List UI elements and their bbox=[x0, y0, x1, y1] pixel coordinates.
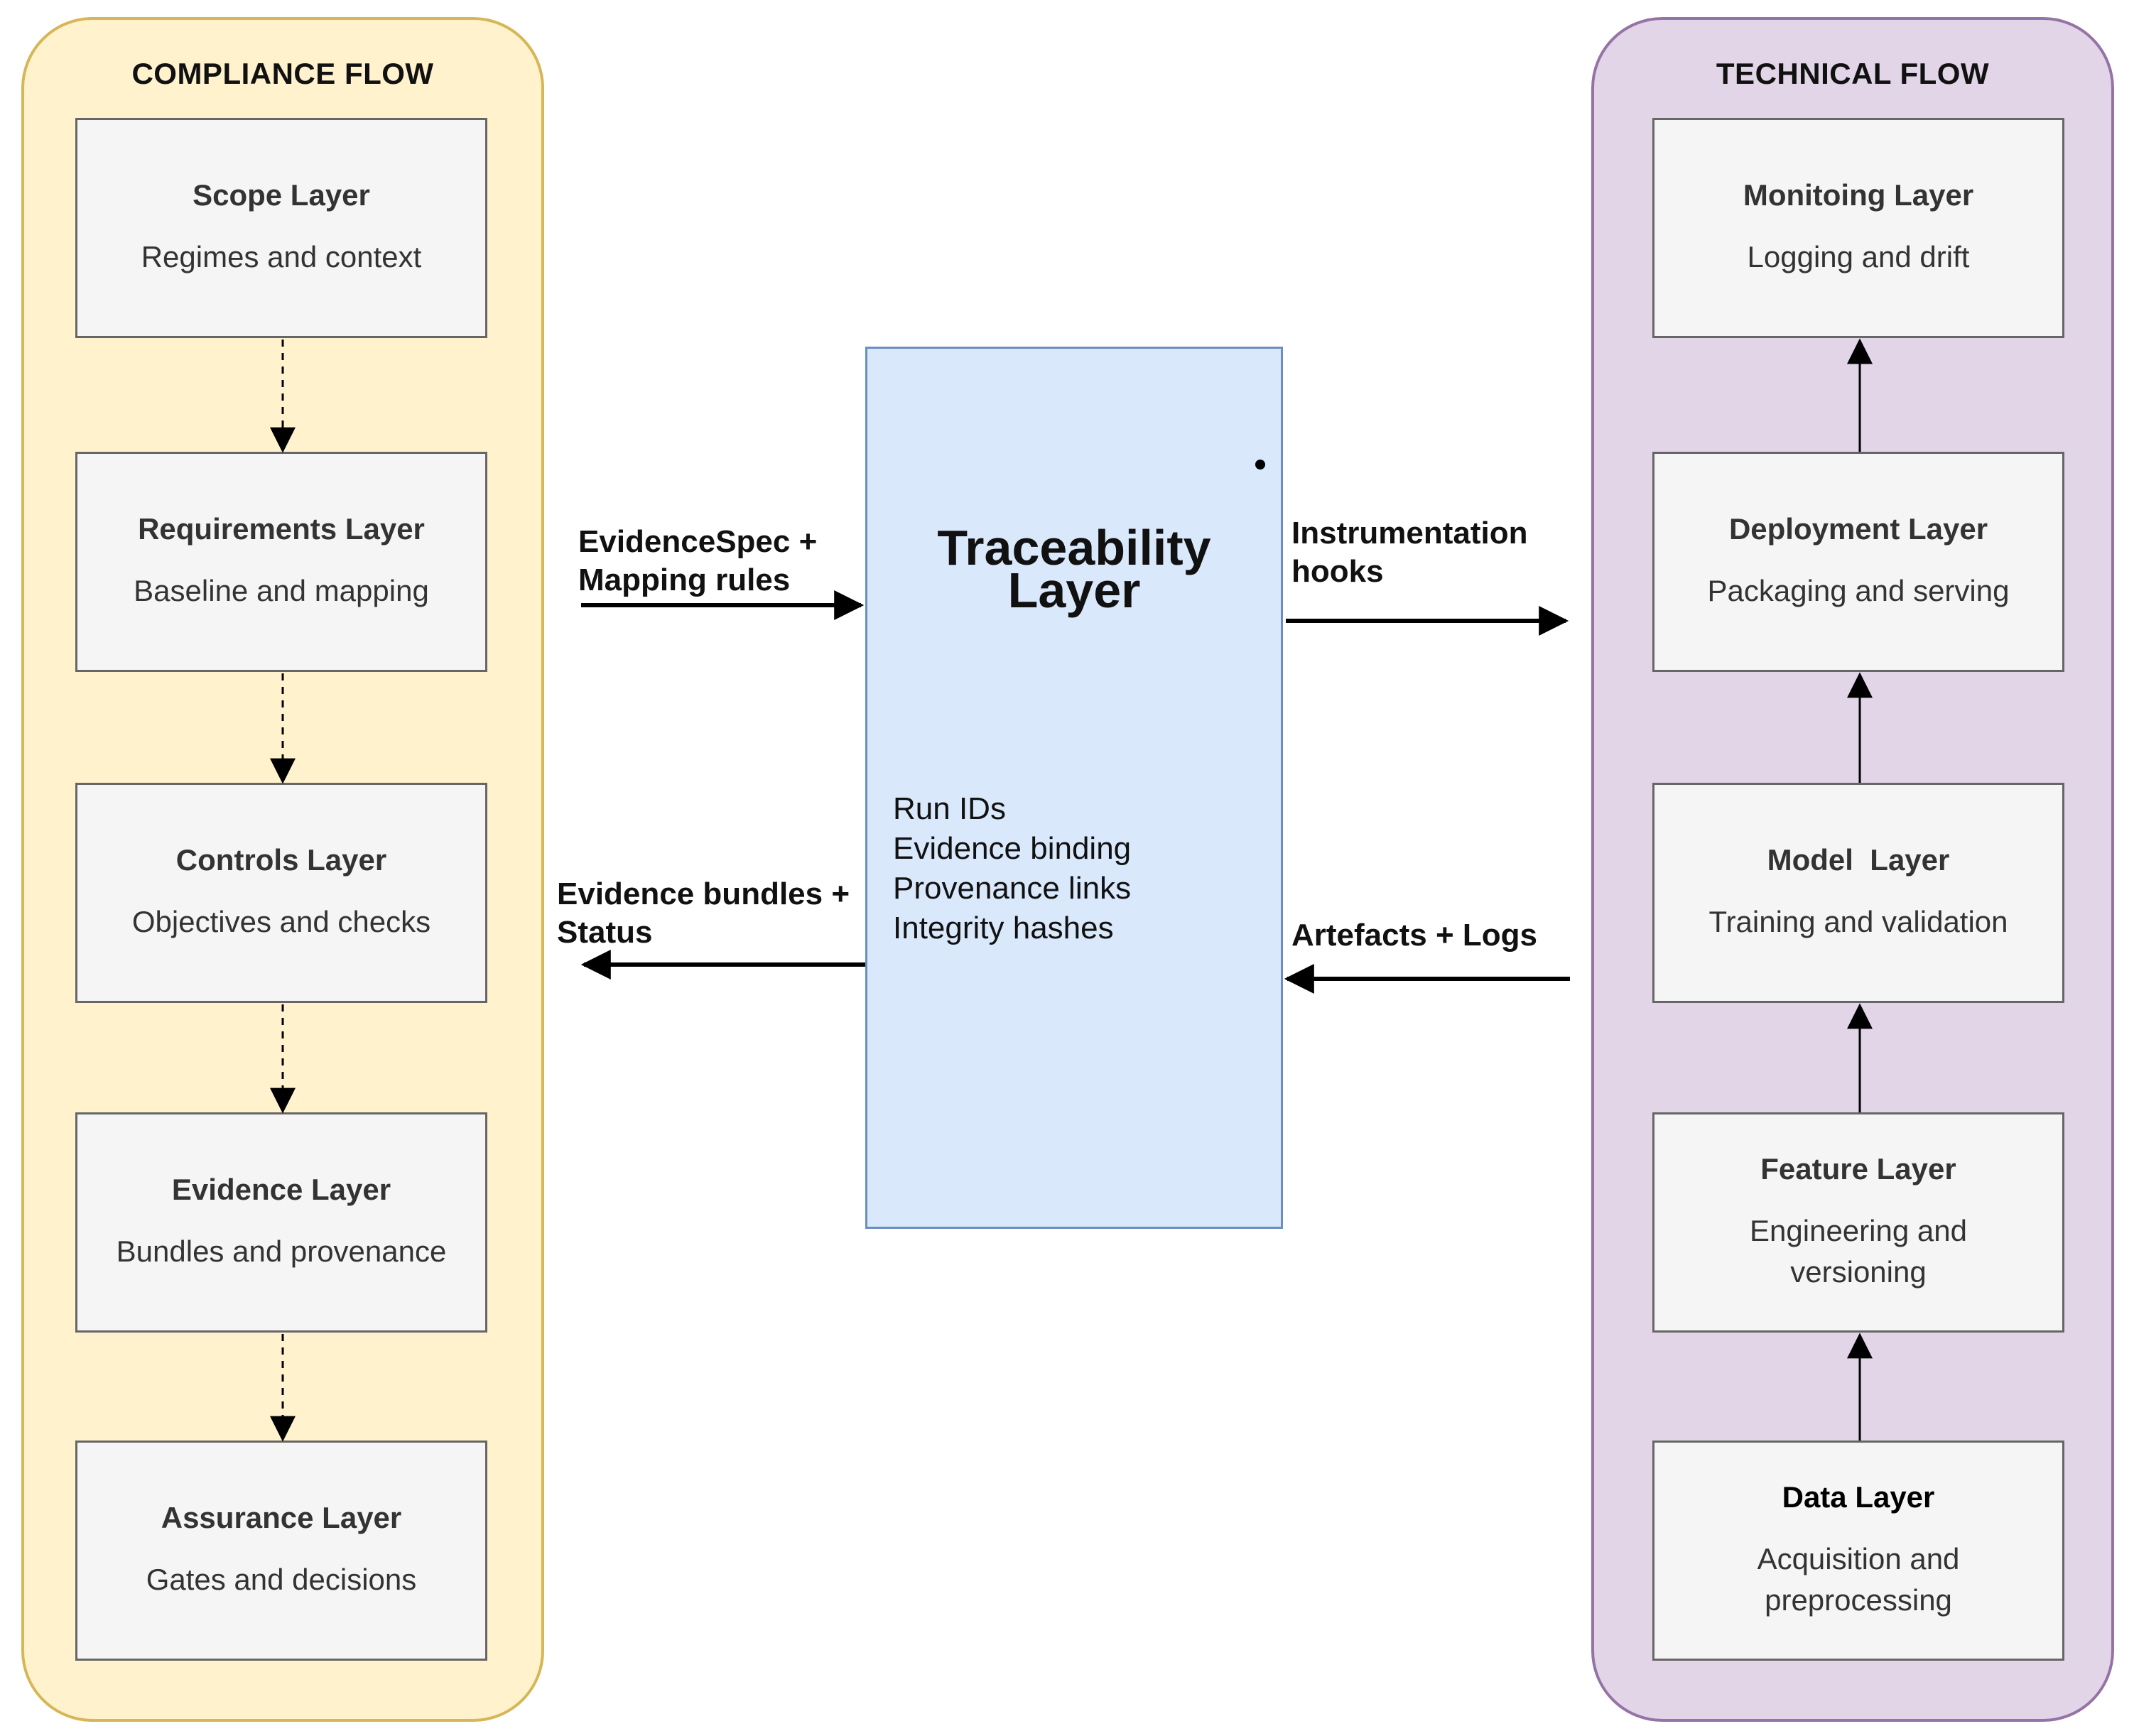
evidence-spec-label: EvidenceSpec + Mapping rules bbox=[578, 523, 817, 600]
technical-flow-title: TECHNICAL FLOW bbox=[1716, 57, 1990, 90]
traceability-item-evidence-binding: Evidence binding bbox=[893, 831, 1132, 866]
deployment-layer-box[interactable]: Deployment Layer Packaging and serving bbox=[1652, 452, 2064, 672]
controls-layer-box[interactable]: Controls Layer Objectives and checks bbox=[75, 783, 487, 1003]
evidence-layer-subtitle: Bundles and provenance bbox=[116, 1235, 447, 1268]
model-layer-title: Model Layer bbox=[1767, 843, 1950, 877]
evidence-layer-box[interactable]: Evidence Layer Bundles and provenance bbox=[75, 1112, 487, 1333]
model-layer-subtitle: Training and validation bbox=[1708, 905, 2008, 938]
controls-layer-subtitle: Objectives and checks bbox=[131, 905, 431, 938]
deployment-layer-title: Deployment Layer bbox=[1728, 512, 1988, 546]
instrumentation-hooks-label: Instrumentation hooks bbox=[1291, 514, 1527, 591]
assurance-layer-title: Assurance Layer bbox=[161, 1501, 402, 1534]
controls-layer-title: Controls Layer bbox=[175, 843, 387, 877]
deployment-layer-subtitle: Packaging and serving bbox=[1707, 574, 2010, 607]
requirements-layer-subtitle: Baseline and mapping bbox=[134, 574, 429, 607]
assurance-layer-box[interactable]: Assurance Layer Gates and decisions bbox=[75, 1441, 487, 1661]
assurance-layer-subtitle: Gates and decisions bbox=[146, 1563, 417, 1596]
traceability-layer-box[interactable]: Traceability Layer Run IDs Evidence bind… bbox=[865, 347, 1283, 1229]
traceability-dot bbox=[1255, 460, 1265, 470]
data-layer-title: Data Layer bbox=[1782, 1480, 1935, 1514]
instrumentation-hooks-label-line2: hooks bbox=[1291, 554, 1384, 589]
requirements-layer-box[interactable]: Requirements Layer Baseline and mapping bbox=[75, 452, 487, 672]
artefacts-logs-label: Artefacts + Logs bbox=[1291, 918, 1537, 953]
compliance-flow-title: COMPLIANCE FLOW bbox=[131, 57, 434, 90]
data-layer-subtitle: Acquisition and preprocessing bbox=[1757, 1542, 1960, 1617]
monitoring-layer-title: Monitoing Layer bbox=[1743, 178, 1974, 212]
feature-layer-box[interactable]: Feature Layer Engineering and versioning bbox=[1652, 1112, 2064, 1333]
traceability-items: Run IDs Evidence binding Provenance link… bbox=[893, 789, 1131, 948]
scope-layer-title: Scope Layer bbox=[193, 178, 370, 212]
model-layer-box[interactable]: Model Layer Training and validation bbox=[1652, 783, 2064, 1003]
evidence-bundles-label-line2: Status bbox=[557, 915, 653, 950]
instrumentation-hooks-label-line1: Instrumentation bbox=[1291, 516, 1528, 550]
monitoring-layer-box[interactable]: Monitoing Layer Logging and drift bbox=[1652, 118, 2064, 338]
traceability-title-line1: Traceability bbox=[937, 520, 1211, 575]
evidence-bundles-label: Evidence bundles + Status bbox=[557, 875, 850, 952]
traceability-item-provenance-links: Provenance links bbox=[893, 871, 1132, 906]
monitoring-layer-subtitle: Logging and drift bbox=[1747, 240, 1970, 273]
feature-layer-title: Feature Layer bbox=[1760, 1152, 1956, 1186]
evidence-spec-label-line1: EvidenceSpec + bbox=[578, 524, 818, 559]
evidence-spec-label-line2: Mapping rules bbox=[578, 563, 791, 597]
traceability-item-integrity-hashes: Integrity hashes bbox=[893, 911, 1114, 945]
feature-layer-subtitle: Engineering and versioning bbox=[1750, 1214, 1967, 1289]
scope-layer-box[interactable]: Scope Layer Regimes and context bbox=[75, 118, 487, 338]
scope-layer-subtitle: Regimes and context bbox=[141, 240, 422, 273]
evidence-layer-title: Evidence Layer bbox=[171, 1173, 391, 1206]
traceability-title-line2: Layer bbox=[1007, 563, 1141, 618]
traceability-title: Traceability Layer bbox=[867, 520, 1281, 618]
requirements-layer-title: Requirements Layer bbox=[138, 512, 425, 546]
traceability-item-run-ids: Run IDs bbox=[893, 791, 1006, 826]
data-layer-box[interactable]: Data Layer Acquisition and preprocessing bbox=[1652, 1441, 2064, 1661]
evidence-bundles-label-line1: Evidence bundles + bbox=[557, 877, 850, 911]
